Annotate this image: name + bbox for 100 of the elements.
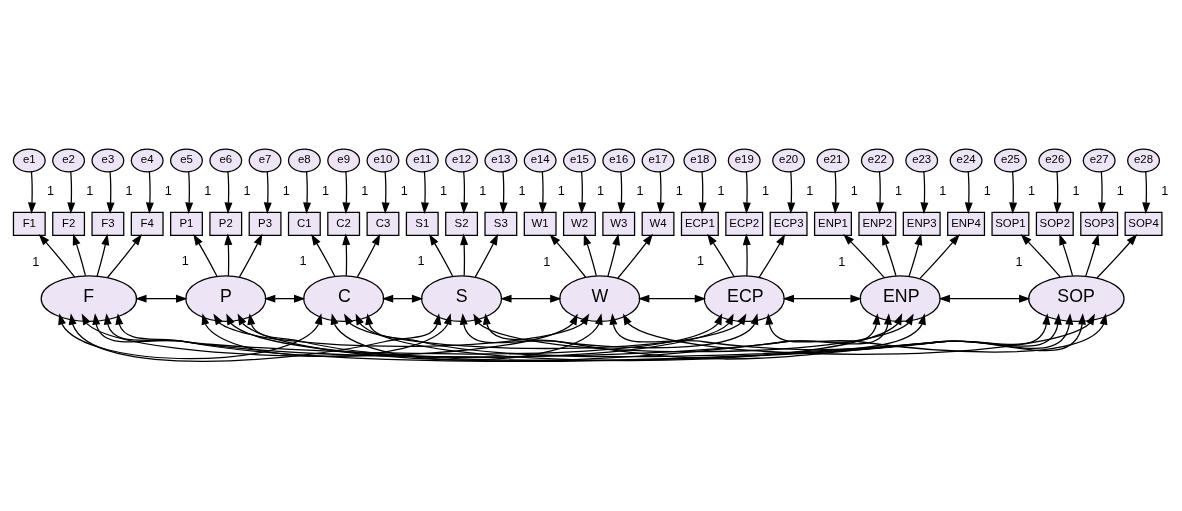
- arrow: [473, 313, 914, 353]
- arrow: [38, 234, 76, 278]
- arrow: [578, 171, 587, 214]
- arrow: [583, 233, 597, 277]
- arrow: [213, 313, 590, 347]
- arrow: [1097, 171, 1106, 214]
- arrow: [237, 313, 892, 362]
- node-ellipse: P: [185, 275, 267, 323]
- node-box: SOP3: [1080, 211, 1119, 236]
- edge-label: 1: [1072, 183, 1080, 198]
- node-box: C1: [287, 211, 321, 236]
- node-ellipse: e27: [1082, 148, 1116, 173]
- node-ellipse: e4: [130, 148, 164, 173]
- node-ellipse: C: [303, 275, 385, 323]
- arrow: [920, 171, 929, 214]
- node-box: P2: [209, 211, 243, 236]
- arrow: [742, 171, 751, 214]
- edge-label: 1: [479, 183, 487, 198]
- node-ellipse: e24: [949, 148, 983, 173]
- edge-label: 1: [361, 183, 369, 198]
- arrow: [303, 171, 312, 214]
- node-ellipse: e25: [993, 148, 1027, 173]
- arrow: [460, 171, 469, 214]
- edge-label: 1: [850, 183, 858, 198]
- arrow: [135, 294, 188, 303]
- node-box: ECP3: [769, 211, 808, 236]
- node-box: ENP4: [947, 211, 986, 236]
- arrow: [1096, 233, 1138, 279]
- edge-label: 1: [939, 183, 947, 198]
- arrow: [263, 171, 272, 214]
- edge-label: 1: [636, 183, 644, 198]
- arrow: [782, 294, 862, 303]
- arrow: [482, 313, 1087, 360]
- arrow: [420, 171, 429, 214]
- node-ellipse: e11: [405, 148, 439, 173]
- arrow: [247, 313, 1062, 361]
- edge-label: 1: [125, 183, 133, 198]
- edge-label: 1: [675, 183, 683, 198]
- arrow: [68, 313, 442, 362]
- node-box: SOP2: [1035, 211, 1074, 236]
- edge-label: 1: [557, 183, 565, 198]
- arrow: [617, 233, 653, 279]
- edge-label: 1: [761, 183, 769, 198]
- node-ellipse: e26: [1038, 148, 1072, 173]
- arrow: [831, 171, 840, 214]
- arrow: [460, 233, 469, 277]
- edge-label: 1: [543, 255, 551, 270]
- edge-label: 1: [86, 183, 94, 198]
- node-box: C3: [366, 211, 400, 236]
- node-box: C2: [327, 211, 361, 236]
- arrow: [344, 313, 747, 350]
- node-ellipse: e17: [641, 148, 675, 173]
- edge-label: 1: [597, 183, 605, 198]
- node-box: SOP1: [991, 211, 1030, 236]
- arrow: [81, 313, 578, 357]
- node-ellipse: e6: [209, 148, 243, 173]
- arrow: [356, 233, 381, 278]
- node-box: W1: [523, 211, 557, 236]
- arrow: [707, 233, 735, 278]
- arrow: [765, 313, 1108, 353]
- arrow: [1053, 171, 1062, 214]
- arrow: [637, 294, 707, 303]
- edge-label: 1: [1161, 183, 1169, 198]
- arrow: [224, 233, 233, 277]
- arrow: [238, 233, 263, 278]
- node-ellipse: e16: [602, 148, 636, 173]
- arrow: [58, 313, 323, 360]
- arrow: [103, 313, 881, 358]
- arrow: [919, 234, 960, 280]
- edge-label: 1: [243, 183, 251, 198]
- arrow: [72, 233, 87, 277]
- arrow: [115, 313, 1051, 362]
- edge-label: 1: [46, 183, 55, 198]
- edge-label: 1: [1015, 255, 1023, 270]
- node-ellipse: e5: [170, 148, 203, 173]
- node-ellipse: e15: [562, 148, 596, 173]
- node-box: F4: [130, 211, 164, 236]
- node-box: S1: [405, 211, 439, 236]
- node-box: SOP4: [1124, 211, 1163, 236]
- edge-label: 1: [1116, 183, 1124, 198]
- arrow: [609, 313, 926, 351]
- edge-label: 1: [204, 183, 212, 198]
- node-box: P3: [248, 211, 282, 236]
- node-ellipse: e7: [248, 148, 282, 173]
- node-ellipse: e22: [860, 148, 894, 173]
- arrow: [185, 171, 194, 214]
- node-box: ECP1: [680, 211, 719, 236]
- node-ellipse: e2: [52, 148, 86, 173]
- arrow: [1059, 233, 1074, 277]
- arrow: [311, 234, 336, 277]
- arrow: [355, 313, 903, 362]
- edge-label: 1: [322, 183, 330, 198]
- node-ellipse: e10: [366, 148, 400, 173]
- node-ellipse: e13: [484, 148, 518, 173]
- arrow: [96, 233, 110, 277]
- arrow: [698, 171, 707, 214]
- arrow: [607, 233, 621, 277]
- node-ellipse: e14: [523, 148, 557, 173]
- arrow: [500, 294, 562, 303]
- edge-label: 1: [439, 183, 447, 198]
